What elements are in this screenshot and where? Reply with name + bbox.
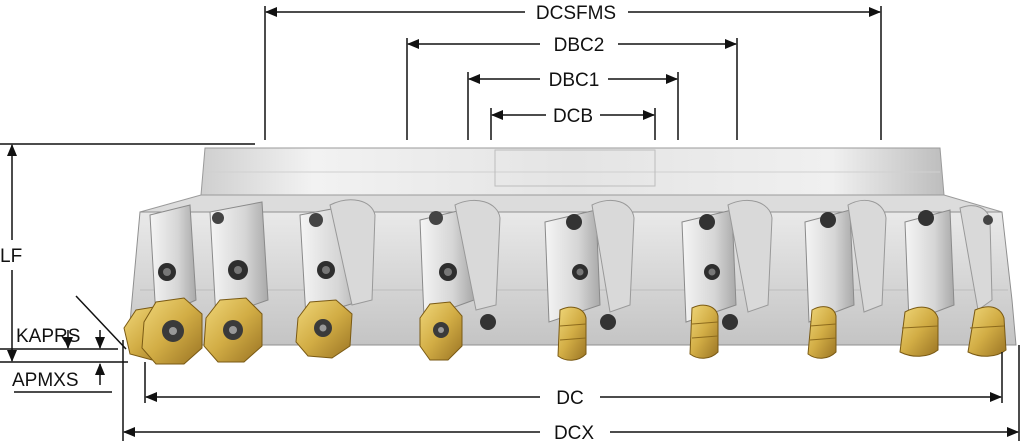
pocket [149,204,197,319]
dcx-label: DCX [554,423,594,441]
lf-label: LF [0,246,22,267]
dcsfms-label: DCSFMS [536,3,616,24]
pocket [209,201,269,319]
pocket-row [149,199,993,330]
insert-row [123,297,1007,365]
insert [419,301,463,361]
insert [689,304,719,359]
pocket [681,200,773,330]
pocket [804,200,887,323]
insert [967,306,1007,357]
insert [557,306,587,361]
pocket [419,200,501,330]
pocket [544,200,635,330]
insert [295,299,353,359]
insert [899,306,939,357]
dcb-label: DCB [553,106,593,127]
dbc1-label: DBC1 [549,70,600,91]
dc-label: DC [556,388,583,409]
pocket [904,205,993,323]
apmxs-label: APMXS [12,370,79,391]
dimension-labels: DCSFMS DBC2 DBC1 DCB LF KAPRS APMXS DC D… [0,3,616,441]
kaprs-label: KAPRS [16,326,80,347]
dimension-lines [6,7,1019,437]
pocket [299,199,376,319]
insert [141,297,203,365]
dbc2-label: DBC2 [554,35,605,56]
insert [807,306,837,359]
insert [203,297,263,363]
